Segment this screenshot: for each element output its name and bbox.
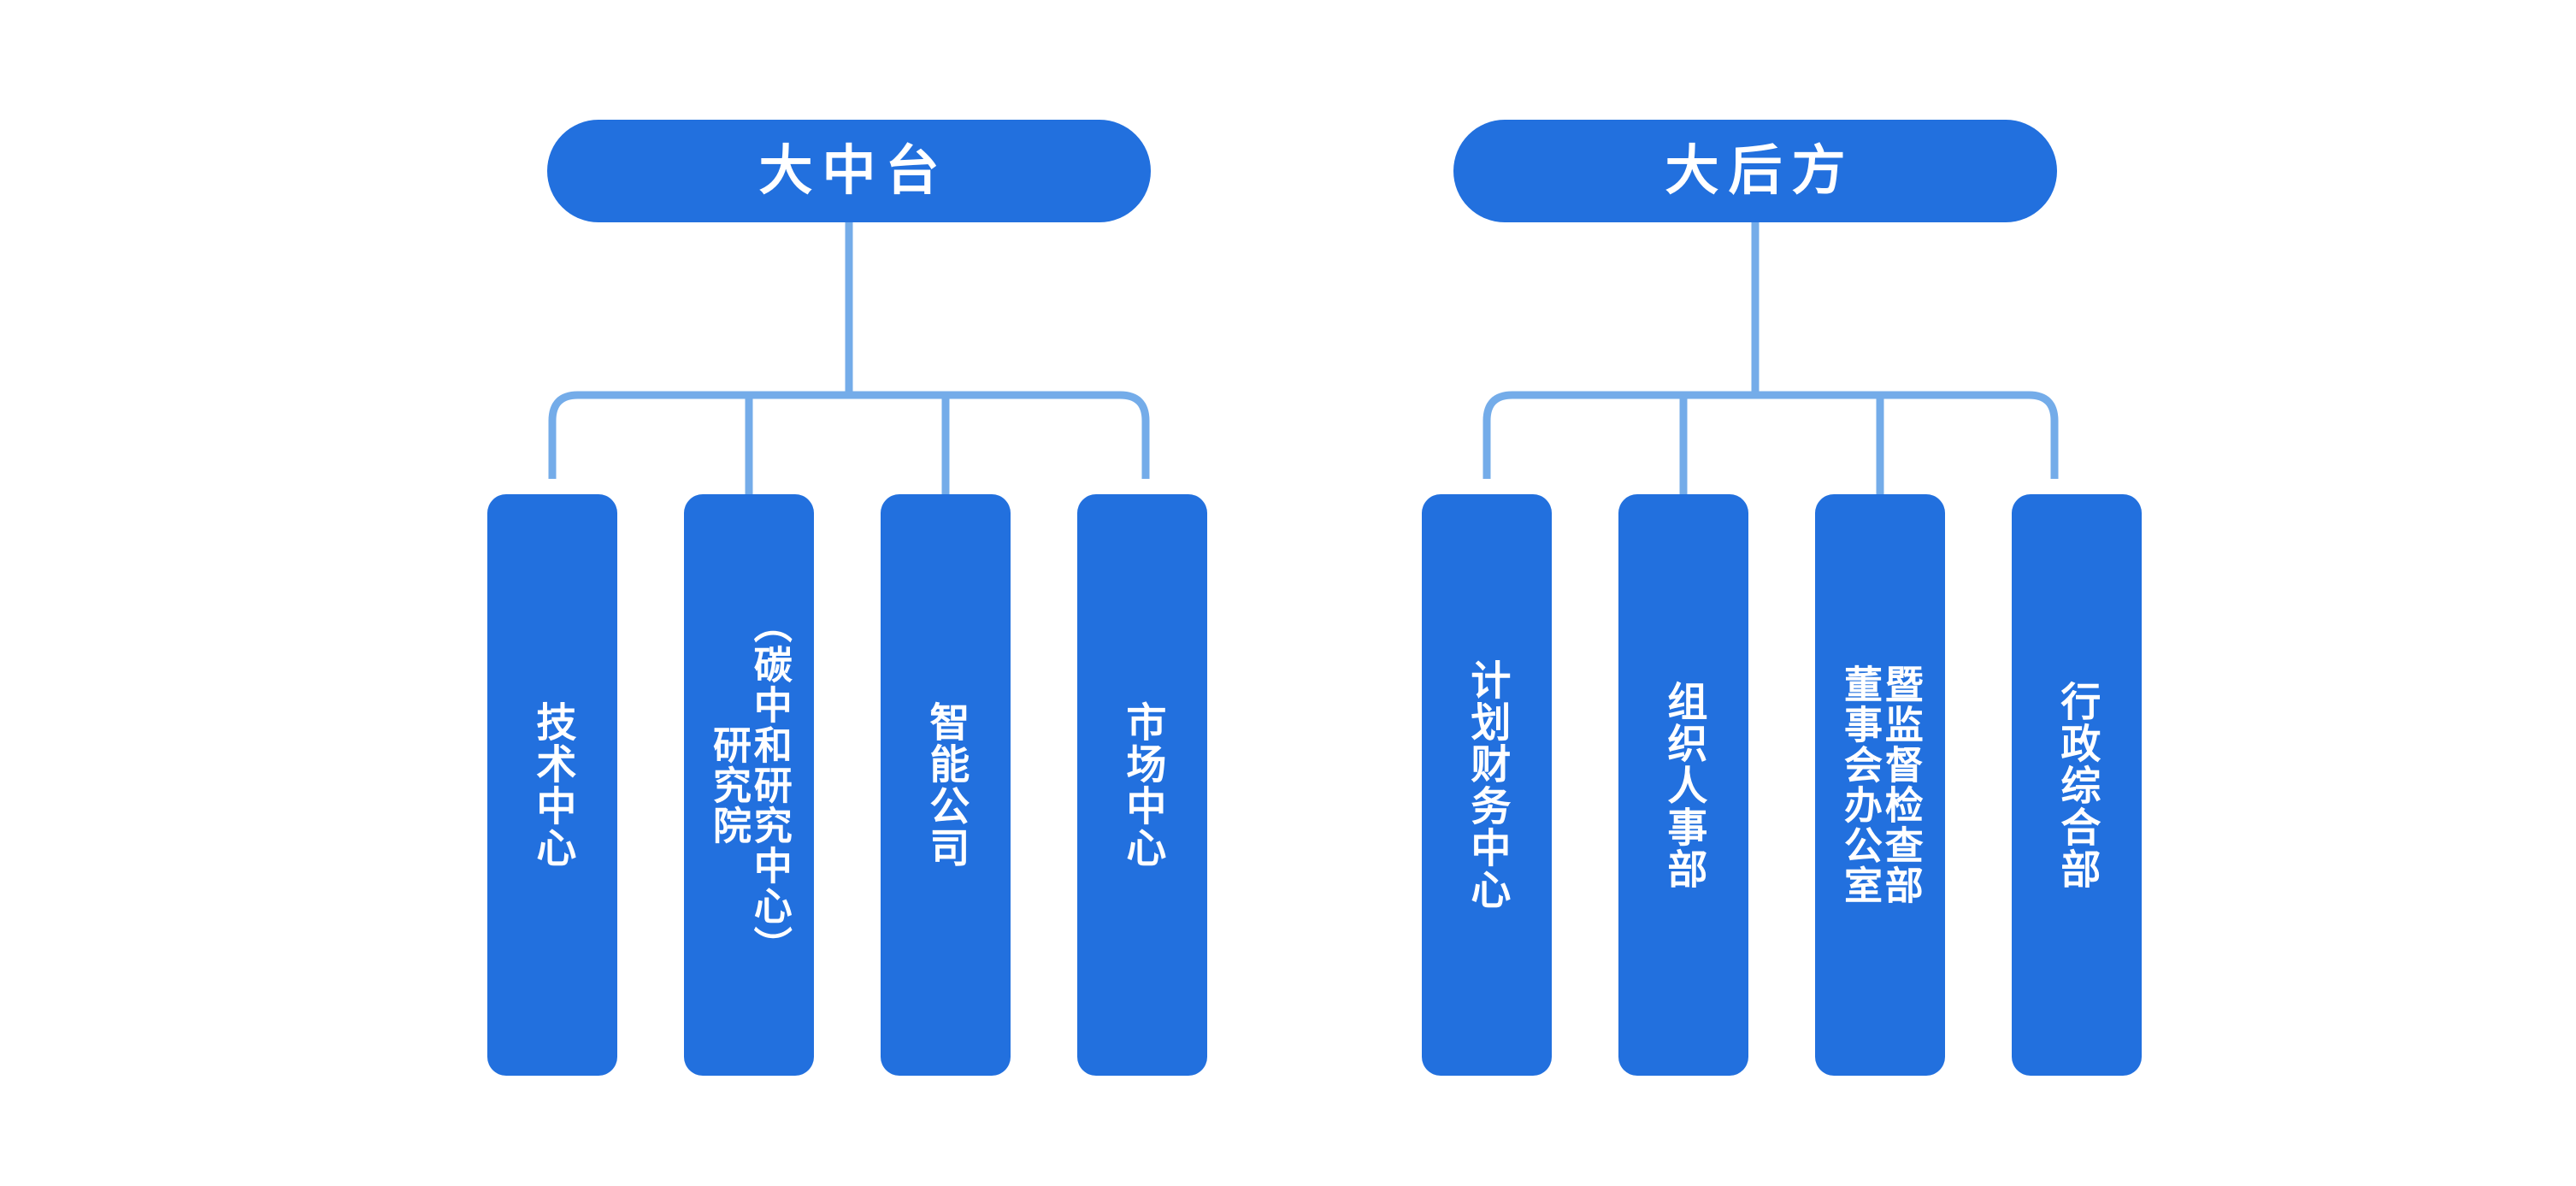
root-node-rear-support[interactable]: 大后方 bbox=[1453, 120, 2057, 222]
leaf-node-tech-center[interactable]: 技术中心 bbox=[487, 494, 617, 1076]
leaf-node-administration-general-dept[interactable]: 行政综合部 bbox=[2012, 494, 2142, 1076]
leaf-node-label-col-1: 研究院 bbox=[707, 724, 751, 846]
connector-bus-right bbox=[1483, 391, 2059, 479]
leaf-node-label: 智能公司 bbox=[923, 701, 970, 869]
leaf-node-label: 技术中心 bbox=[530, 701, 576, 869]
root-node-label: 大后方 bbox=[1665, 140, 1855, 201]
connector-bus-left bbox=[548, 391, 1150, 479]
leaf-node-label: 计划财务中心 bbox=[1465, 659, 1511, 911]
leaf-node-market-center[interactable]: 市场中心 bbox=[1077, 494, 1207, 1076]
leaf-node-organization-personnel-dept[interactable]: 组织人事部 bbox=[1618, 494, 1748, 1076]
root-node-label: 大中台 bbox=[758, 140, 949, 201]
leaf-node-label-col-2: 暨监督检查部 bbox=[1878, 664, 1923, 906]
leaf-node-label: 组织人事部 bbox=[1661, 680, 1707, 890]
leaf-node-label-col-1: 董事会办公室 bbox=[1838, 664, 1882, 906]
leaf-node-label: 市场中心 bbox=[1120, 701, 1166, 869]
leaf-node-label: 行政综合部 bbox=[2054, 680, 2101, 890]
leaf-node-board-office-supervision-dept[interactable]: 董事会办公室 暨监督检查部 bbox=[1815, 494, 1945, 1076]
leaf-node-research-institute[interactable]: 研究院 （碳中和研究中心） bbox=[684, 494, 814, 1076]
root-node-middle-platform[interactable]: 大中台 bbox=[547, 120, 1151, 222]
leaf-node-planning-finance-center[interactable]: 计划财务中心 bbox=[1422, 494, 1552, 1076]
leaf-node-intelligent-company[interactable]: 智能公司 bbox=[881, 494, 1011, 1076]
leaf-node-label-col-2: （碳中和研究中心） bbox=[747, 604, 792, 966]
